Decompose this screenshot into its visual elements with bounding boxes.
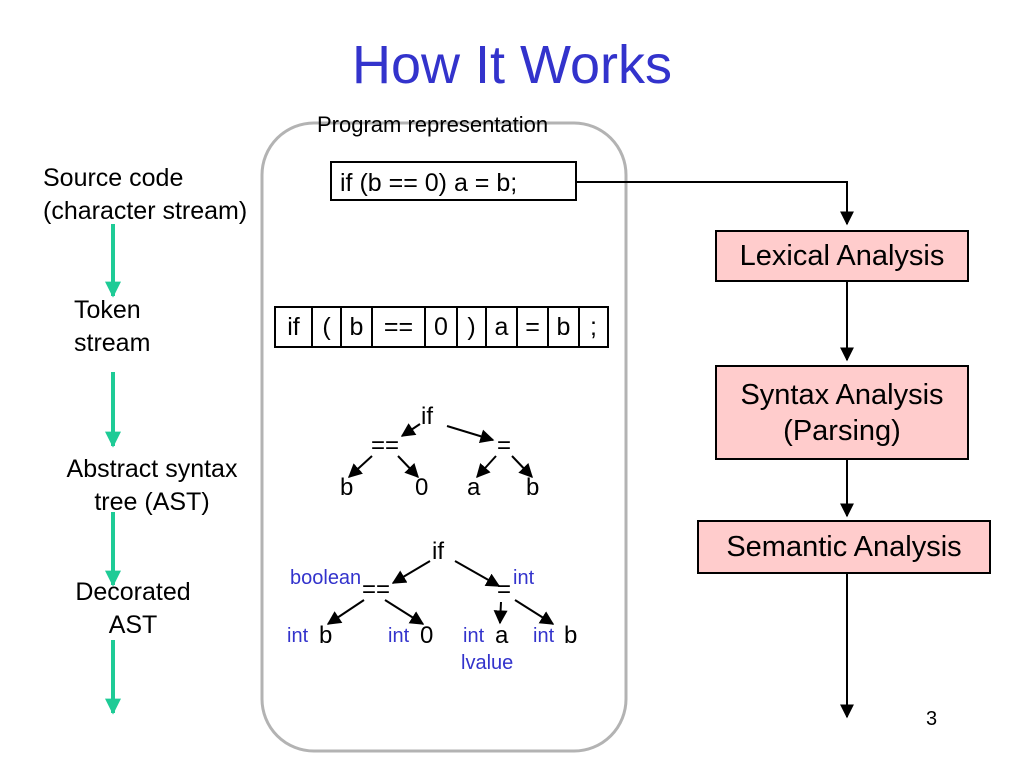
ast-assign: = (497, 432, 512, 459)
token: == (373, 306, 426, 348)
dast-left-type: boolean (290, 567, 362, 589)
ast-leaf: a (467, 474, 481, 501)
page-number: 3 (926, 708, 938, 730)
stage-semantic-analysis: Semantic Analysis (697, 520, 991, 574)
token: b (342, 306, 373, 348)
dast-right-type: int (513, 567, 535, 589)
stage-label: Lexical Analysis (739, 240, 945, 272)
token: = (518, 306, 549, 348)
source-code-line1: Source code (43, 164, 184, 192)
ast-leaf: 0 (415, 474, 429, 501)
decorated-ast-edges (326, 560, 555, 625)
decorated-line1: Decorated (75, 578, 191, 606)
program-panel (260, 121, 628, 753)
ast-root: if (421, 403, 433, 430)
dast-leaf-type: int (533, 625, 555, 647)
ast-line2: tree (AST) (94, 488, 210, 516)
ast-edges (347, 423, 533, 479)
stage-label: Semantic Analysis (726, 531, 962, 563)
token: a (487, 306, 518, 348)
dast-eqeq: == (362, 576, 391, 603)
pipeline-arrows (577, 181, 854, 719)
token: 0 (426, 306, 458, 348)
dast-leaf-type: int (388, 625, 410, 647)
dast-leaf: b (319, 622, 333, 649)
dast-leaf: b (564, 622, 578, 649)
stage-lexical-analysis: Lexical Analysis (715, 230, 969, 282)
program-representation-label: Program representation (317, 112, 549, 137)
stage-label: Syntax Analysis (Parsing) (740, 378, 944, 447)
token: ; (580, 306, 609, 348)
slide-title: How It Works (351, 35, 673, 95)
source-code-line2: (character stream) (43, 197, 248, 225)
ast-leaf: b (340, 474, 354, 501)
ast-eqeq: == (371, 432, 400, 459)
stage-syntax-analysis: Syntax Analysis (Parsing) (715, 365, 969, 460)
dast-lvalue: lvalue (461, 652, 514, 674)
ast-leaf: b (526, 474, 540, 501)
dast-leaf-type: int (463, 625, 485, 647)
token-stream-line2: stream (74, 329, 151, 357)
decorated-ast-label: Decorated AST (55, 576, 211, 642)
token: if (274, 306, 313, 348)
dast-leaf: a (495, 622, 509, 649)
token-stream-line1: Token (74, 296, 141, 324)
dast-assign: = (497, 576, 512, 603)
token-stream-label: Token stream (60, 294, 170, 360)
token-stream: if ( b == 0 ) a = b ; (274, 306, 609, 348)
source-code-label: Source code (character stream) (43, 162, 247, 228)
token: b (549, 306, 580, 348)
dast-root: if (432, 538, 444, 565)
source-code-box: if (b == 0) a = b; (330, 161, 577, 201)
token: ( (313, 306, 342, 348)
ast-label: Abstract syntax tree (AST) (44, 453, 260, 519)
dast-leaf-type: int (287, 625, 309, 647)
dast-leaf: 0 (420, 622, 434, 649)
token: ) (458, 306, 487, 348)
decorated-line2: AST (108, 611, 158, 639)
ast-line1: Abstract syntax (66, 455, 238, 483)
